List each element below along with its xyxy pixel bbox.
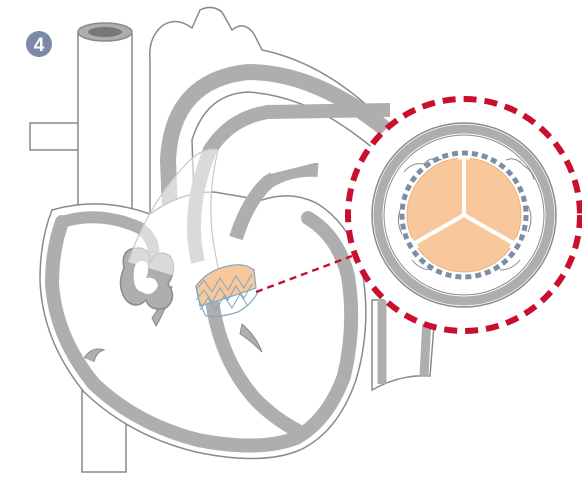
zoom-callout — [348, 99, 580, 331]
step-number: 4 — [34, 35, 45, 56]
left-pulmonary-vessel — [30, 123, 80, 150]
step-badge: 4 — [26, 31, 52, 57]
